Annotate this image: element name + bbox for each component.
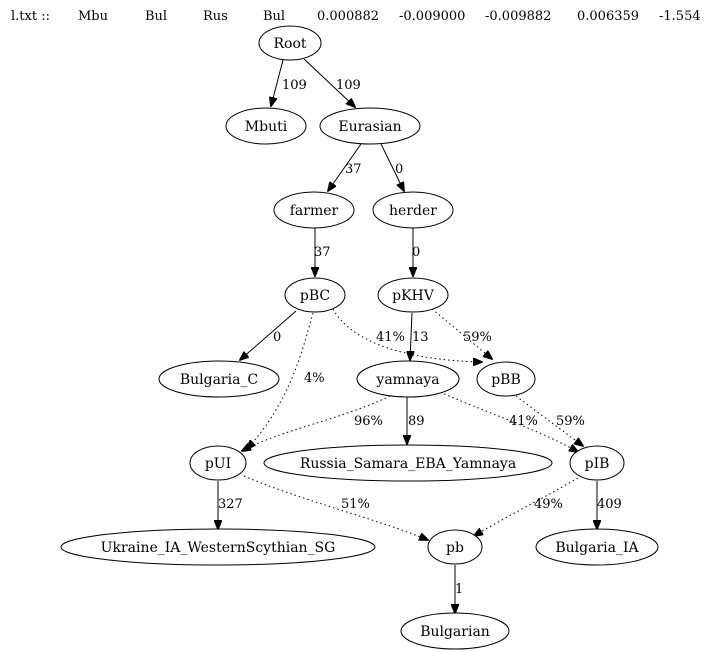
- node-herder[interactable]: herder: [372, 191, 454, 229]
- edge-label-pkhv-yamnaya: 13: [412, 330, 429, 345]
- edge-pbc-pui: [247, 312, 314, 449]
- nodes: Root Mbuti Eurasian farmer herder pBC pK…: [60, 25, 659, 650]
- node-label: pUI: [205, 456, 231, 472]
- node-eurasian[interactable]: Eurasian: [319, 107, 421, 145]
- header-pop-3: Rus: [203, 9, 228, 24]
- node-shape: [284, 277, 346, 313]
- node-shape: [372, 191, 454, 229]
- node-label: Bulgarian: [420, 624, 490, 640]
- node-bulgaria-c[interactable]: Bulgaria_C: [158, 360, 280, 398]
- edge-root-mbuti: [271, 59, 284, 106]
- node-root[interactable]: Root: [258, 25, 322, 61]
- edge-root-eurasian: [303, 58, 355, 107]
- edge-pbc-bulgaria-c: [240, 310, 297, 360]
- node-label: pIB: [585, 456, 610, 472]
- node-label: yamnaya: [375, 372, 439, 388]
- node-shape: [319, 107, 421, 145]
- edge-label-pbb-pib: 59%: [556, 414, 585, 429]
- edge-label-root-eurasian: 109: [336, 78, 361, 93]
- node-label: farmer: [290, 203, 339, 219]
- header-value-4: 0.006359: [577, 9, 639, 24]
- node-shape: [356, 360, 460, 398]
- edge-label-eurasian-herder: 0: [395, 162, 403, 177]
- node-shape: [476, 361, 536, 397]
- node-label: pBB: [491, 372, 521, 388]
- node-shape: [535, 528, 659, 566]
- node-mbuti[interactable]: Mbuti: [225, 107, 307, 145]
- node-label: Eurasian: [338, 119, 401, 135]
- edge-label-yamnaya-pui: 96%: [354, 414, 383, 429]
- node-label: Ukraine_IA_WesternScythian_SG: [101, 540, 336, 556]
- edge-yamnaya-pui: [242, 395, 391, 451]
- node-label: Bulgaria_IA: [555, 540, 639, 556]
- edges: 109 109 37 0 37 0 0 4% 41% 13 59% 96%: [218, 58, 622, 613]
- edge-label-farmer-pbc: 37: [314, 245, 331, 260]
- node-pbc[interactable]: pBC: [284, 277, 346, 313]
- node-shape: [569, 445, 625, 481]
- node-shape: [427, 529, 483, 565]
- edge-label-pib-bulgaria-ia: 409: [597, 497, 622, 512]
- node-label: pBC: [300, 288, 330, 304]
- node-label: Bulgaria_C: [180, 372, 258, 388]
- edge-label-pui-pb: 51%: [341, 497, 370, 512]
- header-value-1: 0.000882: [317, 9, 379, 24]
- node-russia-samara[interactable]: Russia_Samara_EBA_Yamnaya: [263, 444, 553, 482]
- node-ukraine-ia[interactable]: Ukraine_IA_WesternScythian_SG: [60, 528, 376, 566]
- edge-label-yamnaya-russia: 89: [408, 414, 425, 429]
- edge-pkhv-yamnaya: [410, 312, 412, 360]
- node-label: Mbuti: [245, 119, 288, 135]
- edge-label-pkhv-pbb: 59%: [463, 330, 492, 345]
- header-pop-4: Bul: [263, 9, 285, 24]
- node-shape: [158, 360, 280, 398]
- node-shape: [263, 444, 553, 482]
- node-pib[interactable]: pIB: [569, 445, 625, 481]
- edge-label-yamnaya-pib: 41%: [509, 414, 538, 429]
- node-bulgaria-ia[interactable]: Bulgaria_IA: [535, 528, 659, 566]
- node-label: Russia_Samara_EBA_Yamnaya: [300, 456, 516, 472]
- node-pbb[interactable]: pBB: [476, 361, 536, 397]
- node-shape: [189, 445, 247, 481]
- edge-label-pbc-pui: 4%: [304, 371, 325, 386]
- node-farmer[interactable]: farmer: [273, 191, 355, 229]
- node-shape: [377, 277, 449, 313]
- header-file-label: l.txt ::: [11, 9, 50, 24]
- node-label: Root: [273, 36, 306, 52]
- edge-label-eurasian-farmer: 37: [345, 162, 362, 177]
- edge-eurasian-farmer: [328, 143, 362, 191]
- node-pb[interactable]: pb: [427, 529, 483, 565]
- edge-pib-pb: [474, 477, 579, 536]
- header: l.txt :: Mbu Bul Rus Bul 0.000882 -0.009…: [11, 9, 701, 24]
- node-yamnaya[interactable]: yamnaya: [356, 360, 460, 398]
- node-shape: [400, 612, 510, 650]
- node-shape: [273, 191, 355, 229]
- edge-label-pb-bulgarian: 1: [455, 582, 463, 597]
- header-value-5: -1.554: [659, 9, 701, 24]
- edge-eurasian-herder: [380, 143, 404, 191]
- edge-pbb-pib: [515, 395, 583, 446]
- node-label: herder: [389, 203, 437, 219]
- node-pkhv[interactable]: pKHV: [377, 277, 449, 313]
- header-value-3: -0.009882: [485, 9, 551, 24]
- edge-label-root-mbuti: 109: [282, 78, 307, 93]
- node-label: pKHV: [392, 288, 435, 304]
- header-pop-2: Bul: [145, 9, 167, 24]
- node-bulgarian[interactable]: Bulgarian: [400, 612, 510, 650]
- node-shape: [258, 25, 322, 61]
- header-pop-1: Mbu: [78, 9, 108, 24]
- node-shape: [60, 528, 376, 566]
- header-value-2: -0.009000: [399, 9, 465, 24]
- edge-pbc-pbb: [332, 308, 482, 362]
- edge-label-pbc-bulgaria-c: 0: [273, 330, 281, 345]
- edge-label-pbc-pbb: 41%: [376, 330, 405, 345]
- node-pui[interactable]: pUI: [189, 445, 247, 481]
- edge-label-herder-pkhv: 0: [412, 245, 420, 260]
- node-label: pb: [446, 540, 464, 556]
- edge-label-pib-pb: 49%: [534, 497, 563, 512]
- node-shape: [225, 107, 307, 145]
- edge-label-pui-ukraine: 327: [218, 497, 243, 512]
- edge-pui-pb: [243, 475, 428, 540]
